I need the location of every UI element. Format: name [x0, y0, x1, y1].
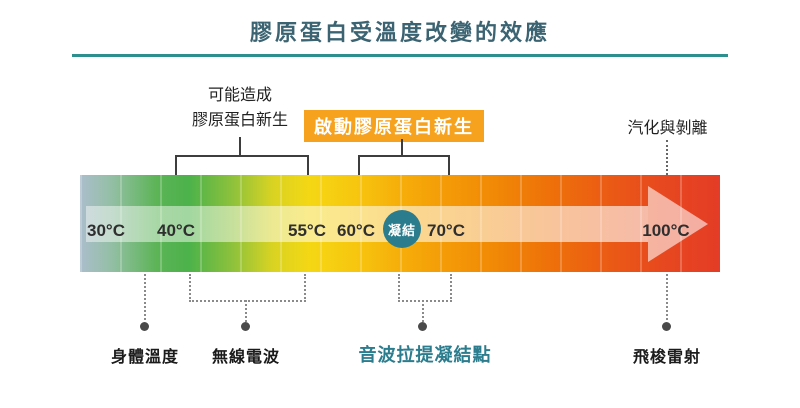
temp-label-60c: 60°C [337, 221, 375, 240]
page-title: 膠原蛋白受溫度改變的效應 [249, 20, 550, 45]
label-radio-wave: 無線電波 [211, 349, 280, 366]
annotation-possible-collagen-regeneration: 可能造成 膠原蛋白新生 [170, 84, 310, 134]
annotation-possible-line2: 膠原蛋白新生 [191, 111, 288, 129]
bracket-activate-range-connector [358, 155, 450, 176]
label-fractional-laser: 飛梭雷射 [632, 349, 701, 366]
direction-arrow-head [648, 186, 708, 262]
dot-body-temperature [140, 322, 149, 331]
bracket-radio-wave-range [189, 274, 306, 302]
stem-ultrasound [422, 300, 424, 322]
dot-fractional-laser [662, 322, 671, 331]
annotation-activate-collagen-regeneration: 啟動膠原蛋白新生 [304, 110, 484, 142]
coagulation-badge: 凝結 [383, 210, 421, 248]
temp-label-40c: 40°C [157, 221, 195, 240]
label-body-temperature: 身體溫度 [110, 349, 179, 366]
stem-radio-wave [245, 300, 247, 322]
temp-label-100c: 100°C [642, 221, 690, 240]
annotation-vaporization-peeling: 汽化與剝離 [627, 120, 708, 137]
dotted-line-fractional-laser [666, 274, 668, 320]
dotted-line-body-temperature [144, 274, 146, 320]
dot-radio-wave [241, 322, 250, 331]
direction-arrow-shaft [86, 206, 648, 242]
stem-activate-connector [401, 139, 403, 155]
title-underline [72, 54, 728, 57]
bracket-ultrasound-range [398, 274, 452, 302]
temperature-gradient-bar: 30°C 40°C 55°C 60°C 凝結 70°C 100°C [80, 175, 720, 272]
bracket-possible-range-connector [175, 155, 309, 176]
dotted-line-vaporization-connector [666, 140, 668, 175]
dot-ultrasound [418, 322, 427, 331]
temp-label-30c: 30°C [87, 221, 125, 240]
label-ultrasound-coagulation-point: 音波拉提凝結點 [358, 345, 492, 365]
stem-possible-connector [239, 137, 241, 155]
annotation-possible-line1: 可能造成 [207, 87, 272, 104]
temp-label-55c: 55°C [288, 221, 326, 240]
temp-label-70c: 70°C [427, 221, 465, 240]
